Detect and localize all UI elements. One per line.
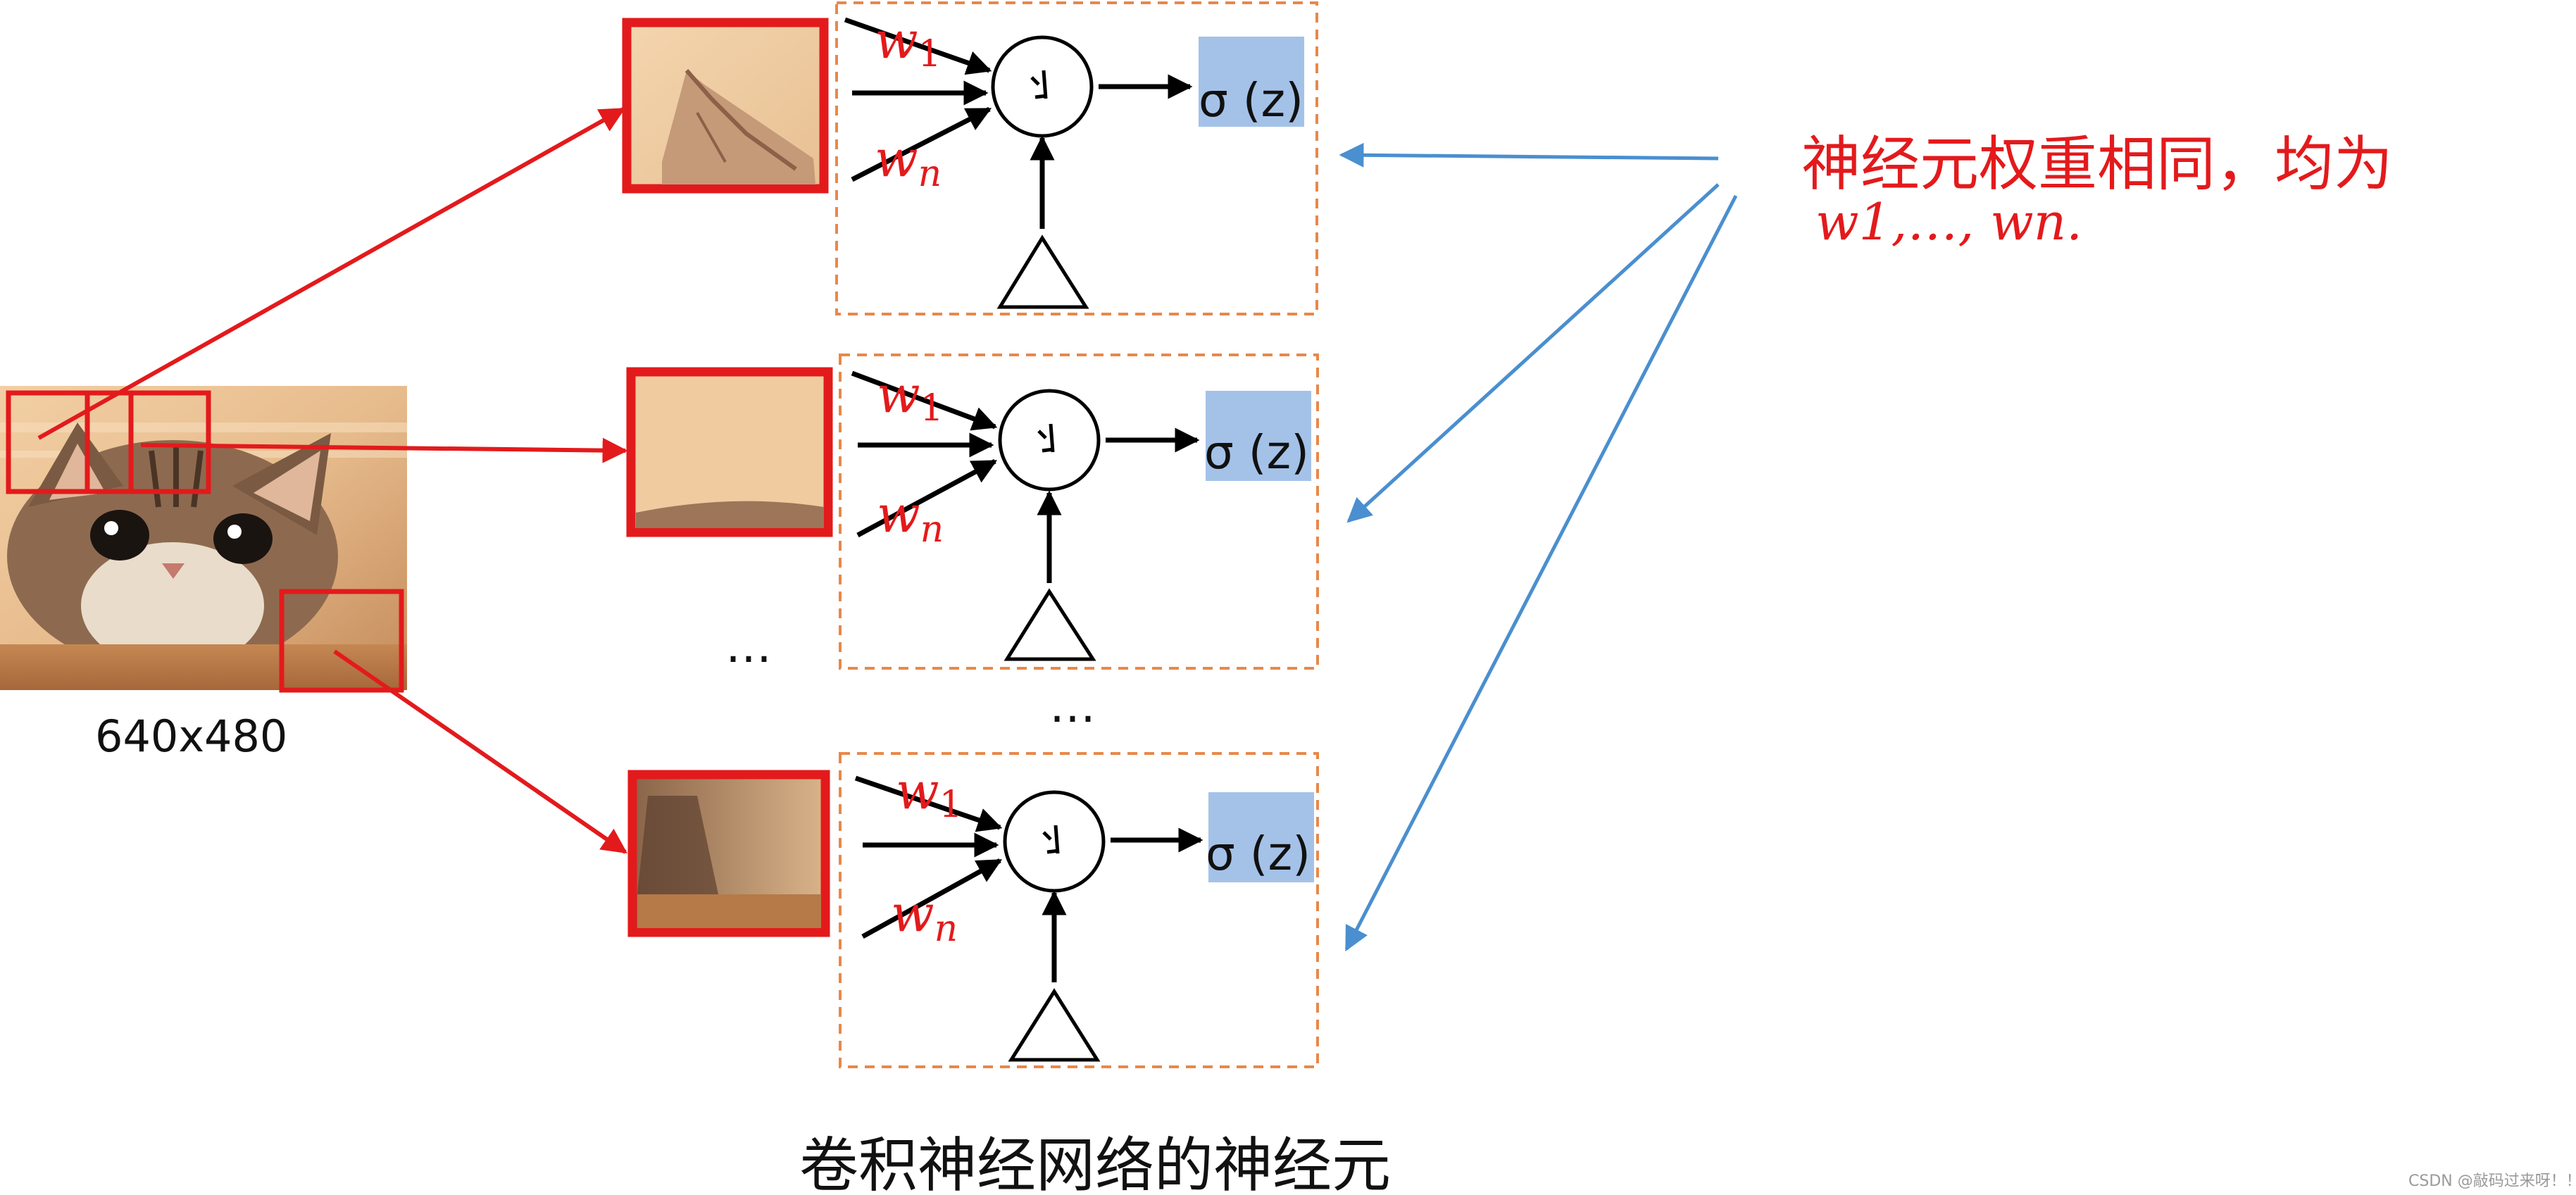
watermark: CSDN @敲码过来呀！！！ xyxy=(2408,1172,2576,1190)
neuron-3-bias-triangle xyxy=(1008,988,1101,1062)
neuron-1-sum-node xyxy=(991,35,1094,138)
patch-2 xyxy=(626,367,833,537)
neuron-3-output-box xyxy=(1208,792,1314,882)
neuron-3-weight-first: w1 xyxy=(896,761,963,826)
image-size-label: 640x480 xyxy=(95,711,287,762)
neuron-2-box xyxy=(839,354,1319,670)
neuron-1-bias-triangle xyxy=(996,234,1089,309)
annotation-line2: w1,…, wn. xyxy=(1815,192,2082,251)
neuron-1-output-box xyxy=(1199,37,1304,127)
neuron-2-output-box xyxy=(1206,391,1311,481)
neuron-1-weight-first: w1 xyxy=(875,11,942,75)
neuron-1: σ (z) w1 wn xyxy=(835,1,1318,315)
neuron-2-weight-first: w1 xyxy=(877,365,944,430)
window-3 xyxy=(128,390,211,494)
annotation-line1: 神经元权重相同，均为 xyxy=(1801,130,2393,199)
neuron-2-bias-triangle xyxy=(1003,588,1096,661)
ellipsis-left: … xyxy=(725,619,772,673)
neuron-3-sum-node xyxy=(1003,790,1106,893)
neuron-1-output-label: σ (z) xyxy=(1199,73,1303,127)
diagram-caption: 卷积神经网络的神经元 xyxy=(799,1131,1391,1195)
patch-1 xyxy=(622,18,829,194)
neuron-2-sum-node xyxy=(998,389,1101,492)
window-bottom xyxy=(279,589,404,693)
shared-weight-arrows xyxy=(1339,142,1738,952)
receptive-field-windows xyxy=(6,390,404,693)
neuron-1-weight-last: wn xyxy=(875,129,942,195)
neuron-2-output-label: σ (z) xyxy=(1204,425,1309,480)
neuron-2-weight-last: wn xyxy=(877,484,944,551)
neuron-3-output-label: σ (z) xyxy=(1206,827,1311,881)
ellipsis-center: … xyxy=(1049,679,1096,733)
neuron-3-weight-last: wn xyxy=(891,884,958,950)
neuron-3-box xyxy=(839,752,1319,1068)
patch-3 xyxy=(627,770,830,937)
cat-image xyxy=(0,386,407,690)
neuron-2: σ (z) w1 wn xyxy=(839,354,1319,670)
patch-arrows xyxy=(37,107,628,854)
neuron-1-box xyxy=(835,1,1318,315)
neuron-3: σ (z) w1 wn xyxy=(839,752,1319,1068)
